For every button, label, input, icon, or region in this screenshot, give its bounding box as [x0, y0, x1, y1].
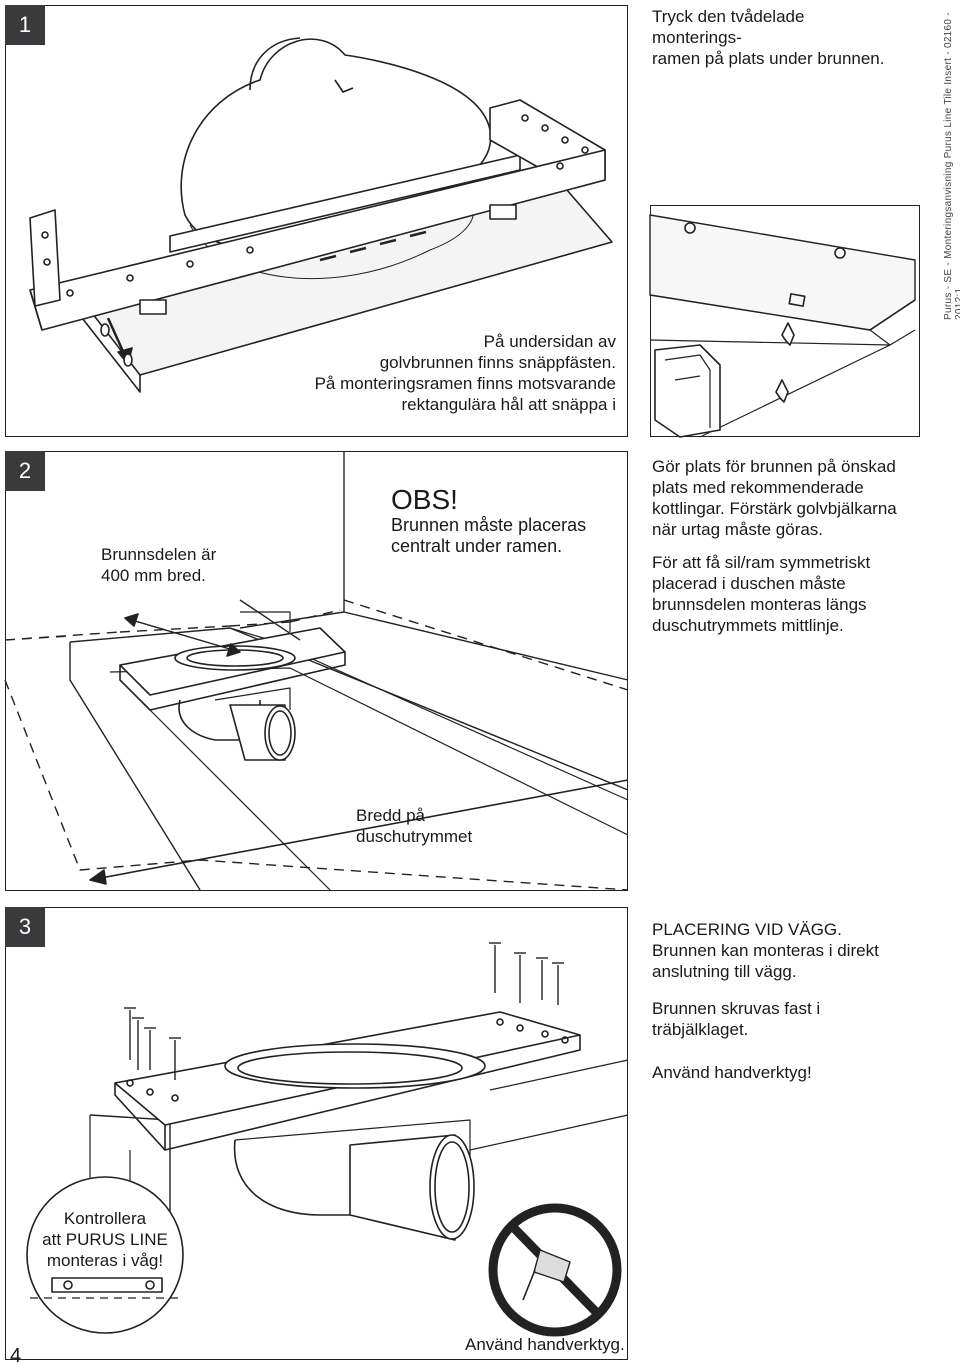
- obs-title: OBS!: [391, 484, 458, 515]
- step1-note-line: På undersidan av: [483, 332, 616, 351]
- step3-para1-line: anslutning till vägg.: [652, 962, 797, 981]
- step2-para1-line: kottlingar. Förstärk golvbjälkarna: [652, 499, 897, 518]
- step2-width-note-line: 400 mm bred.: [101, 566, 206, 585]
- obs-warning: OBS! Brunnen måste placeras centralt und…: [391, 485, 621, 557]
- step2-para1-line: när urtag måste göras.: [652, 520, 824, 539]
- step2-para1-line: Gör plats för brunnen på önskad: [652, 457, 896, 476]
- shower-width-label-line: Bredd på: [356, 806, 425, 825]
- step1-instruction-line: Tryck den tvådelade monterings-: [652, 7, 805, 47]
- step2-para2-line: duschutrymmets mittlinje.: [652, 616, 844, 635]
- step2-paragraph-1: Gör plats för brunnen på önskad plats me…: [652, 456, 952, 540]
- step2-para1-line: plats med rekommenderade: [652, 478, 864, 497]
- hand-tool-caption: Använd handverktyg.: [465, 1335, 625, 1354]
- step1-detail-frame: [650, 205, 920, 437]
- step2-paragraph-2: För att få sil/ram symmetriskt placerad …: [652, 552, 952, 636]
- page-number: 4: [10, 1345, 22, 1367]
- step-number-2: 2: [5, 451, 45, 491]
- obs-line: centralt under ramen.: [391, 536, 563, 556]
- step3-text: PLACERING VID VÄGG. Brunnen kan monteras…: [652, 919, 952, 1083]
- document-reference: Purus - SE - Monteringsanvisning Purus L…: [943, 12, 960, 320]
- step1-note: På undersidan av golvbrunnen finns snäpp…: [250, 331, 616, 415]
- step1-illustration-frame: [5, 5, 628, 437]
- level-note-line: monteras i våg!: [46, 1251, 164, 1270]
- step1-instruction: Tryck den tvådelade monterings- ramen på…: [652, 6, 892, 69]
- step1-instruction-line: ramen på plats under brunnen.: [652, 49, 885, 68]
- step3-heading: PLACERING VID VÄGG.: [652, 920, 842, 939]
- obs-line: Brunnen måste placeras: [391, 515, 587, 535]
- step-number-1: 1: [5, 5, 45, 45]
- step1-note-line: På monteringsramen finns motsvarande: [314, 374, 616, 393]
- step3-para2-line: träbjälklaget.: [652, 1020, 749, 1039]
- step2-width-note: Brunnsdelen är 400 mm bred.: [101, 544, 251, 586]
- step2-para2-line: placerad i duschen måste: [652, 574, 846, 593]
- step2-para2-line: För att få sil/ram symmetriskt: [652, 553, 871, 572]
- step1-note-line: golvbrunnen finns snäppfästen.: [379, 353, 616, 372]
- level-note-line: Kontrollera: [63, 1209, 147, 1228]
- shower-width-label-line: duschutrymmet: [356, 827, 473, 846]
- level-note-line: att PURUS LINE: [42, 1230, 168, 1249]
- step1-note-line: rektangulära hål att snäppa i: [401, 395, 616, 414]
- step2-width-note-line: Brunnsdelen är: [101, 545, 217, 564]
- step3-para2-line: Brunnen skruvas fast i: [652, 999, 821, 1018]
- step2-para2-line: brunnsdelen monteras längs: [652, 595, 867, 614]
- step-number-3: 3: [5, 907, 45, 947]
- step2-frame: [5, 451, 628, 891]
- step3-para3: Använd handverktyg!: [652, 1063, 812, 1082]
- step3-frame: [5, 907, 628, 1360]
- shower-width-label: Bredd på duschutrymmet: [356, 805, 516, 847]
- step3-para1-line: Brunnen kan monteras i direkt: [652, 941, 879, 960]
- level-check-note: Kontrollera att PURUS LINE monteras i vå…: [30, 1208, 180, 1271]
